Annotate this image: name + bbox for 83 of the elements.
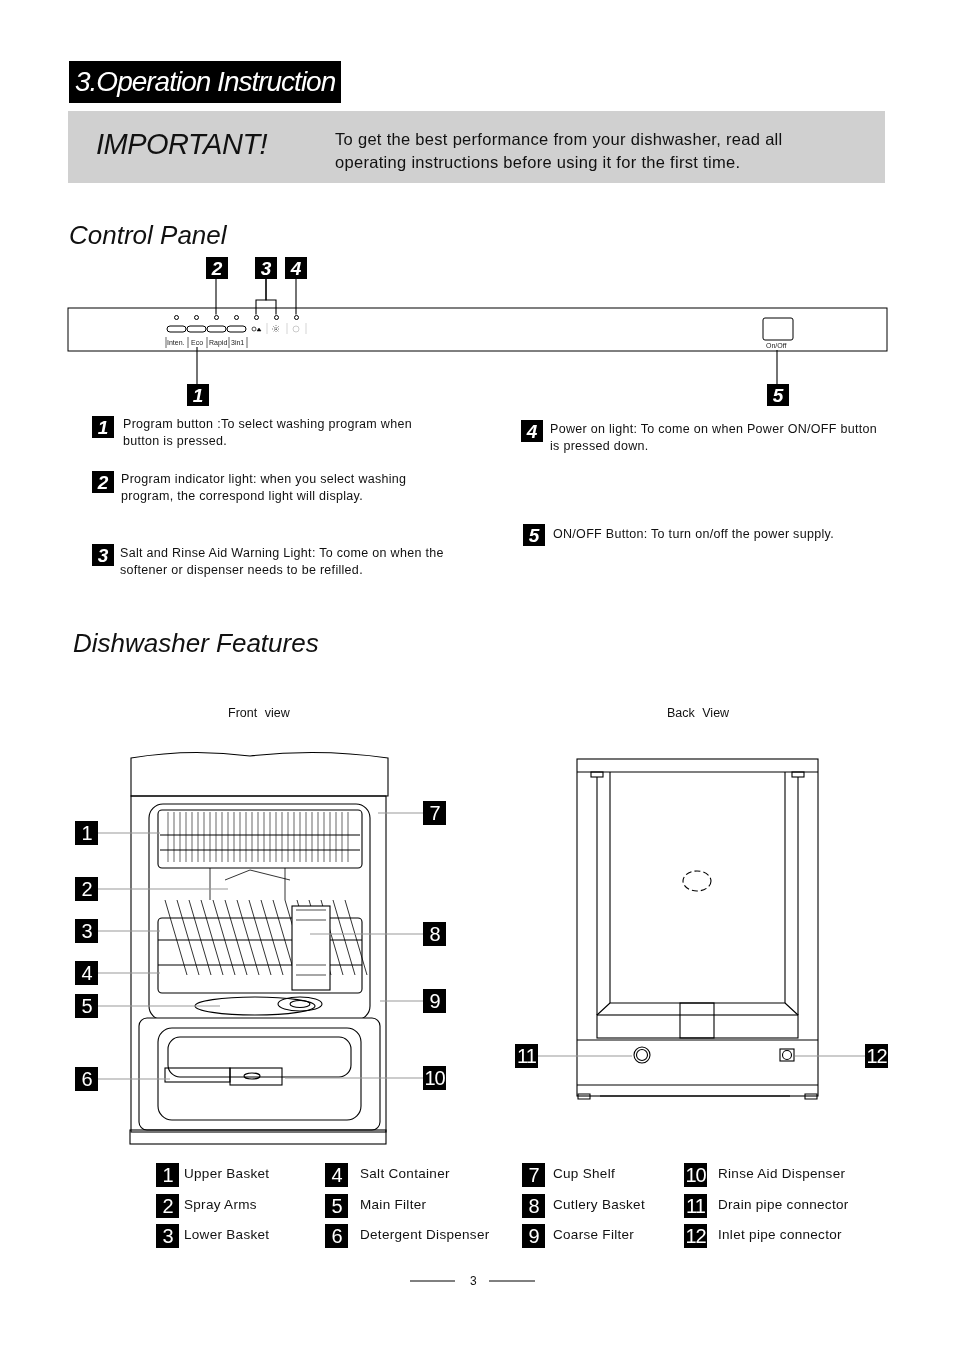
indicator-light — [253, 314, 259, 320]
leader-line — [379, 1000, 424, 1002]
callout-number: 6 — [75, 1067, 98, 1091]
callout-number: 2 — [156, 1194, 179, 1218]
leader-line — [215, 278, 217, 316]
part-name: Main Filter — [360, 1197, 427, 1212]
part-name: Upper Basket — [184, 1166, 270, 1181]
callout-number: 7 — [522, 1163, 545, 1187]
indicator-light — [213, 314, 219, 320]
callout-number: 4 — [325, 1163, 348, 1187]
leader-line — [377, 812, 424, 814]
callout-number: 5 — [325, 1194, 348, 1218]
callout-number: 2 — [92, 471, 114, 493]
view-caption: Front view — [228, 706, 290, 720]
callout-number: 1 — [75, 821, 98, 845]
callout-number: 8 — [522, 1194, 545, 1218]
indicator-light — [273, 314, 279, 320]
notice-text: To get the best performance from your dishwasher, read all operating instructions before using it for the first time. — [335, 129, 784, 173]
callout-number: 3 — [255, 257, 277, 279]
description-text: Program indicator light: when you select washing program, the correspond light will display. — [121, 471, 408, 505]
callout-number: 1 — [156, 1163, 179, 1187]
leader-line — [295, 278, 297, 316]
part-name: Cup Shelf — [553, 1166, 615, 1181]
part-name: Coarse Filter — [553, 1227, 635, 1242]
callout-number: 7 — [423, 801, 446, 825]
part-name: Drain pipe connector — [718, 1197, 849, 1212]
leader-line — [97, 972, 161, 974]
part-name: Spray Arms — [184, 1197, 257, 1212]
description-text: ON/OFF Button: To turn on/off the power supply. — [553, 526, 835, 543]
callout-number: 8 — [423, 922, 446, 946]
callout-number: 5 — [767, 384, 789, 406]
indicator-light — [233, 314, 239, 320]
callout-number: 3 — [75, 919, 98, 943]
leader-line — [196, 346, 198, 385]
leader-line — [284, 1077, 424, 1079]
part-name: Inlet pipe connector — [718, 1227, 842, 1242]
part-name: Rinse Aid Dispenser — [718, 1166, 846, 1181]
leader-line — [97, 1005, 221, 1007]
part-name: Lower Basket — [184, 1227, 270, 1242]
callout-number: 10 — [423, 1066, 446, 1090]
section-heading: Control Panel — [69, 220, 227, 251]
leader-line — [309, 933, 424, 935]
callout-number: 12 — [684, 1224, 707, 1248]
leader-line — [794, 1055, 866, 1057]
indicator-light — [293, 314, 299, 320]
page-number: 3 — [470, 1274, 477, 1288]
leader-line — [97, 888, 229, 890]
indicator-light — [173, 314, 179, 320]
indicator-light — [193, 314, 199, 320]
leader-line — [537, 1055, 633, 1057]
part-name: Salt Container — [360, 1166, 450, 1181]
callout-number: 4 — [285, 257, 307, 279]
callout-number: 10 — [684, 1163, 707, 1187]
callout-number: 4 — [75, 961, 98, 985]
callout-number: 1 — [92, 416, 114, 438]
callout-number: 5 — [523, 524, 545, 546]
page-title: 3.Operation Instruction — [69, 61, 342, 103]
callout-number: 11 — [515, 1044, 538, 1068]
view-caption: Back View — [667, 706, 730, 720]
leader-line — [265, 278, 277, 316]
leader-line — [776, 349, 778, 385]
callout-number: 9 — [522, 1224, 545, 1248]
leader-line — [97, 930, 161, 932]
description-text: Program button :To select washing program when button is pressed. — [123, 416, 413, 450]
leader-line — [97, 1078, 171, 1080]
part-name: Cutlery Basket — [553, 1197, 645, 1212]
section-heading: Dishwasher Features — [73, 628, 319, 659]
callout-number: 4 — [521, 420, 543, 442]
part-name: Detergent Dispenser — [360, 1227, 490, 1242]
description-text: Power on light: To come on when Power ON/OFF button is pressed down. — [550, 421, 879, 455]
callout-number: 1 — [187, 384, 209, 406]
callout-number: 9 — [423, 989, 446, 1013]
callout-number: 11 — [684, 1194, 707, 1218]
leader-line — [97, 832, 161, 834]
callout-number: 2 — [206, 257, 228, 279]
notice-heading: IMPORTANT! — [96, 128, 268, 161]
callout-number: 6 — [325, 1224, 348, 1248]
callout-number: 2 — [75, 877, 98, 901]
callout-number: 3 — [92, 544, 114, 566]
callout-number: 12 — [865, 1044, 888, 1068]
callout-number: 5 — [75, 994, 98, 1018]
description-text: Salt and Rinse Aid Warning Light: To come on when the softener or dispenser needs to be refilled. — [120, 545, 445, 579]
callout-number: 3 — [156, 1224, 179, 1248]
